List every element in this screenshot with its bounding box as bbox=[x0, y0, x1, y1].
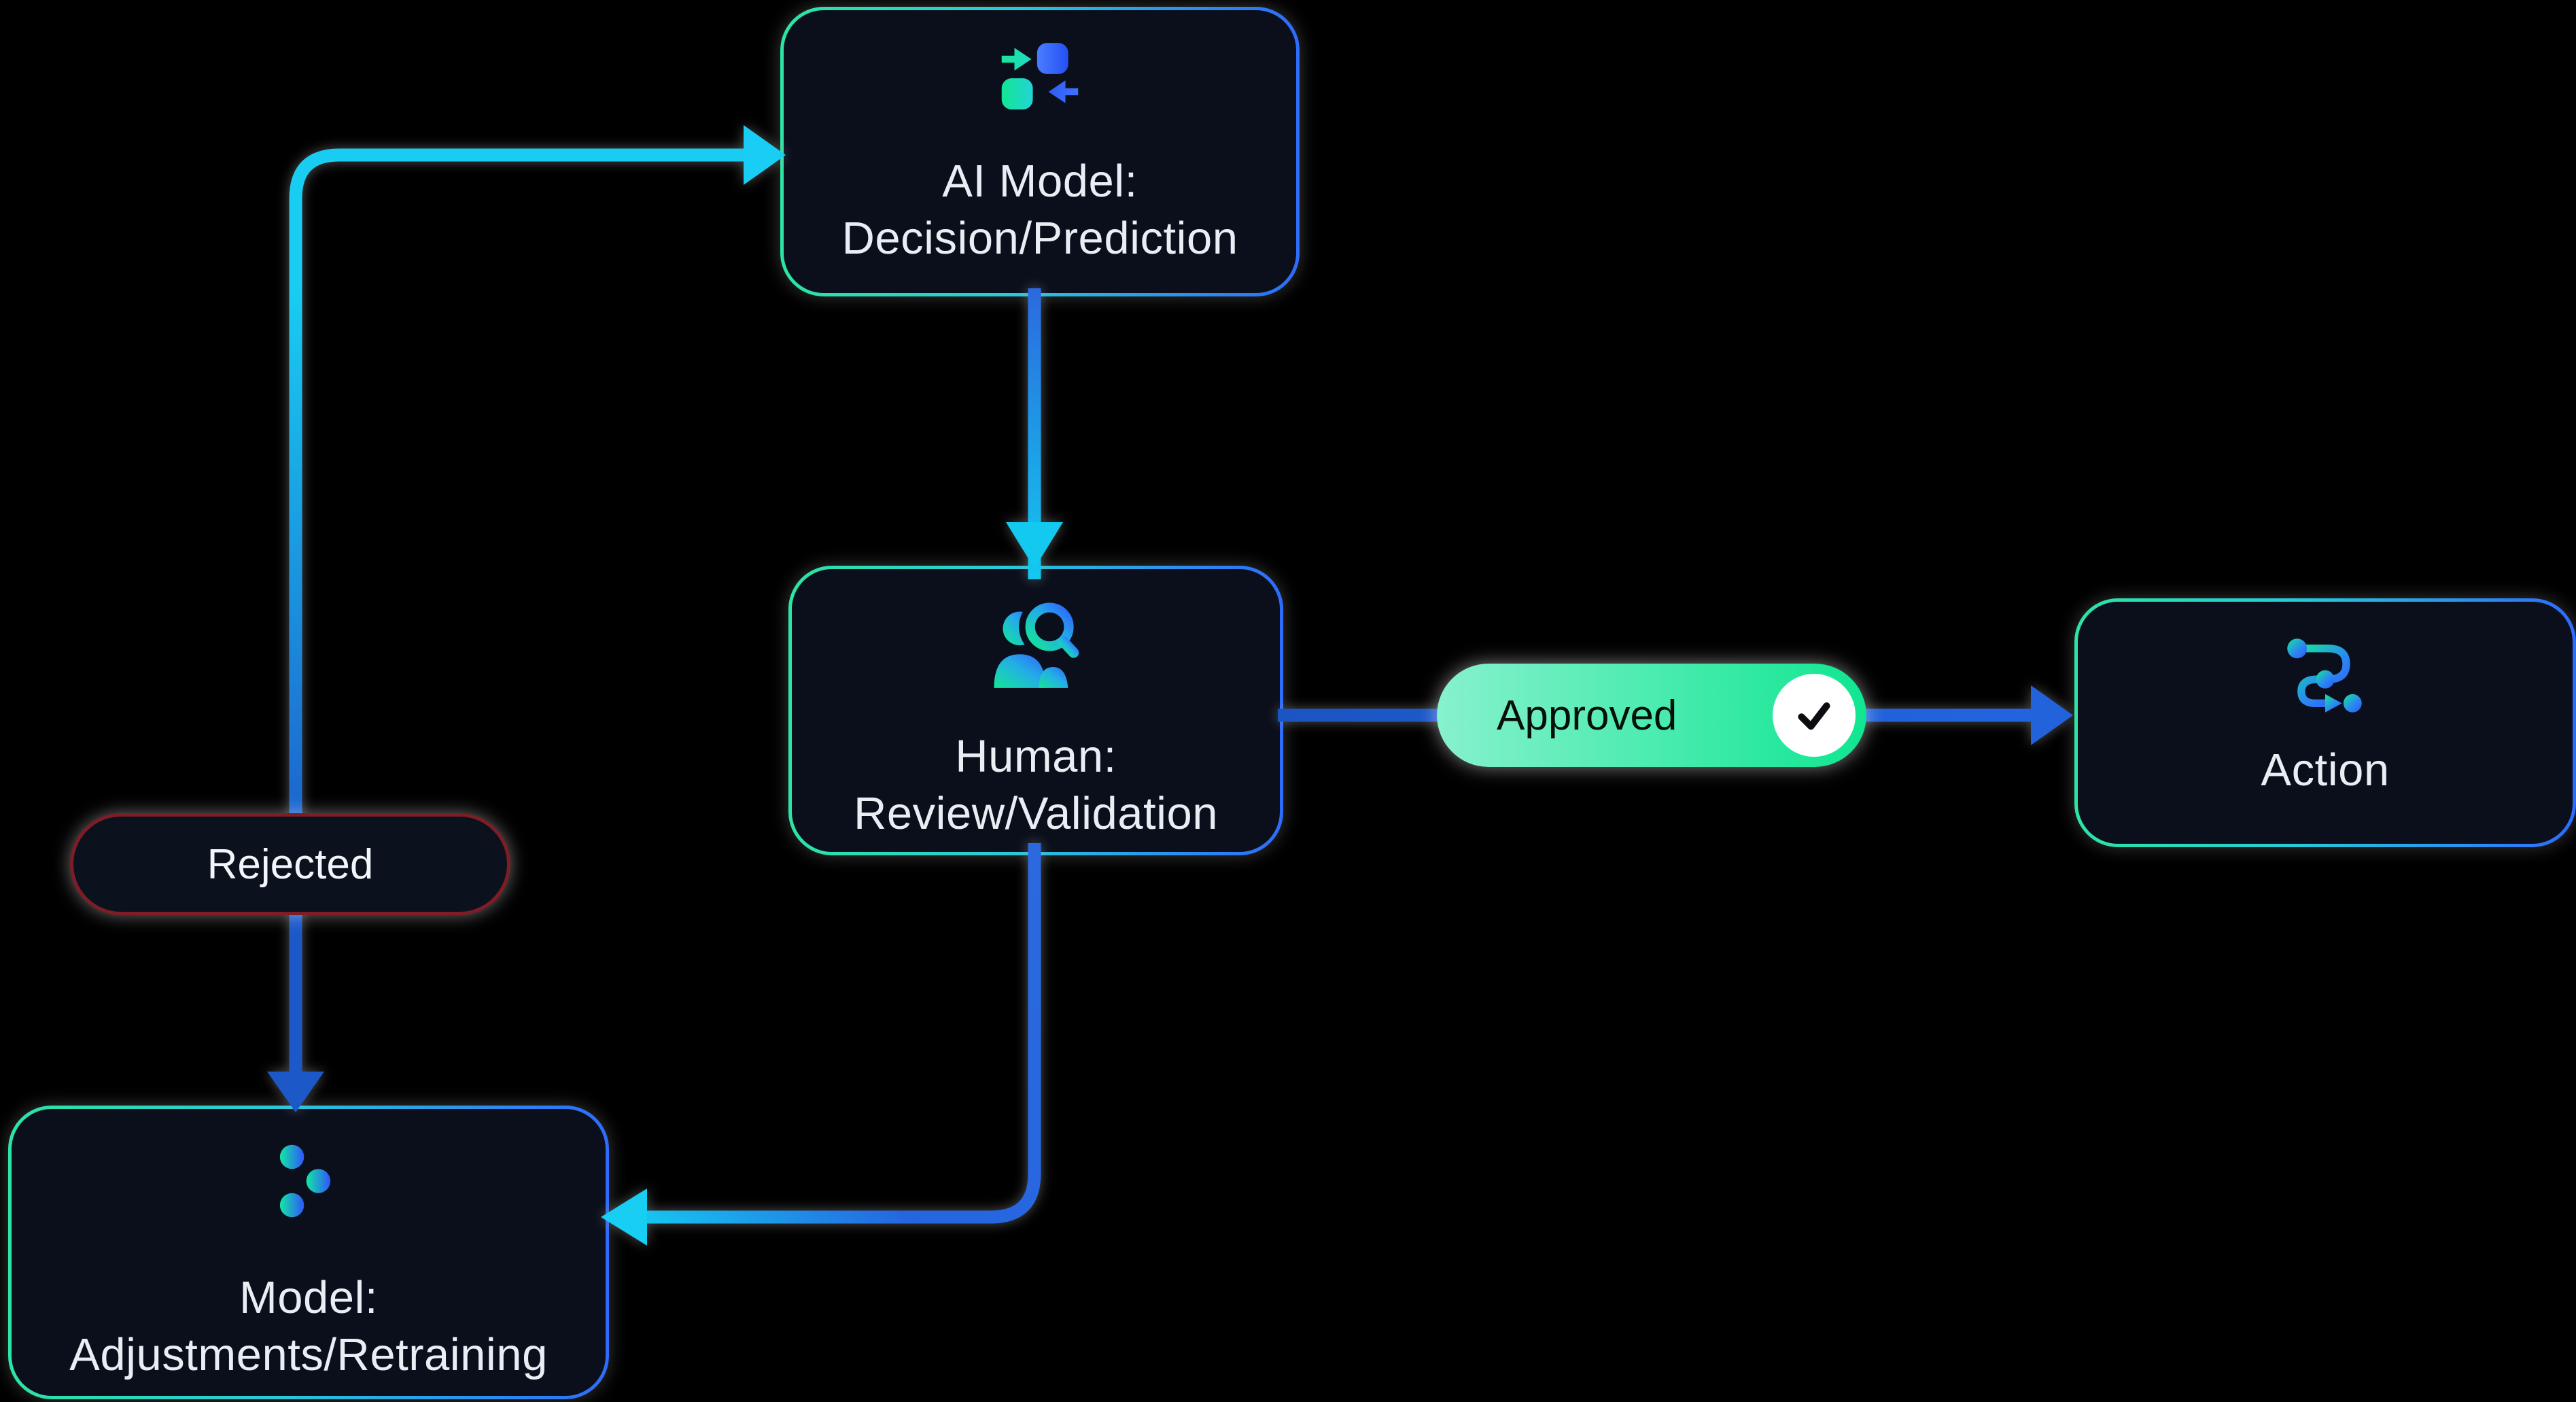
node-label-line1: Model: bbox=[239, 1272, 379, 1323]
approved-badge: Approved bbox=[1437, 664, 1866, 767]
node-label-line1: Action bbox=[2261, 745, 2390, 796]
rejected-badge-label: Rejected bbox=[207, 840, 374, 888]
approved-badge-label: Approved bbox=[1497, 691, 1677, 739]
node-ai-model: AI Model: Decision/Prediction bbox=[780, 7, 1300, 296]
rejected-badge: Rejected bbox=[70, 813, 510, 915]
node-label: Model: Adjustments/Retraining bbox=[69, 1269, 548, 1384]
node-label-line2: Adjustments/Retraining bbox=[69, 1329, 548, 1380]
arrowhead-right-icon bbox=[744, 125, 786, 185]
arrowhead-down-icon bbox=[1006, 522, 1063, 568]
node-model: Model: Adjustments/Retraining bbox=[8, 1106, 609, 1399]
edge-retrain-to-ai-model bbox=[289, 125, 786, 870]
node-label-line1: AI Model: bbox=[942, 156, 1138, 207]
route-icon bbox=[2283, 633, 2367, 717]
node-human: Human: Review/Validation bbox=[788, 566, 1283, 855]
node-label-line1: Human: bbox=[955, 731, 1117, 782]
node-action: Action bbox=[2074, 598, 2576, 847]
check-icon bbox=[1773, 674, 1856, 757]
node-label: AI Model: Decision/Prediction bbox=[842, 153, 1238, 267]
edge-rejected-to-model bbox=[267, 911, 324, 1112]
edge-human-to-model bbox=[601, 843, 1041, 1246]
user-search-icon bbox=[988, 596, 1084, 693]
node-label: Action bbox=[2261, 742, 2389, 799]
edge-ai-model-to-human bbox=[1006, 288, 1063, 579]
swap-icon bbox=[1000, 41, 1080, 109]
node-label-line2: Decision/Prediction bbox=[841, 212, 1238, 264]
node-label-line2: Review/Validation bbox=[853, 787, 1219, 839]
arrowhead-right-icon bbox=[2031, 685, 2073, 745]
node-label: Human: Review/Validation bbox=[854, 728, 1218, 842]
sliders-icon bbox=[267, 1143, 350, 1219]
